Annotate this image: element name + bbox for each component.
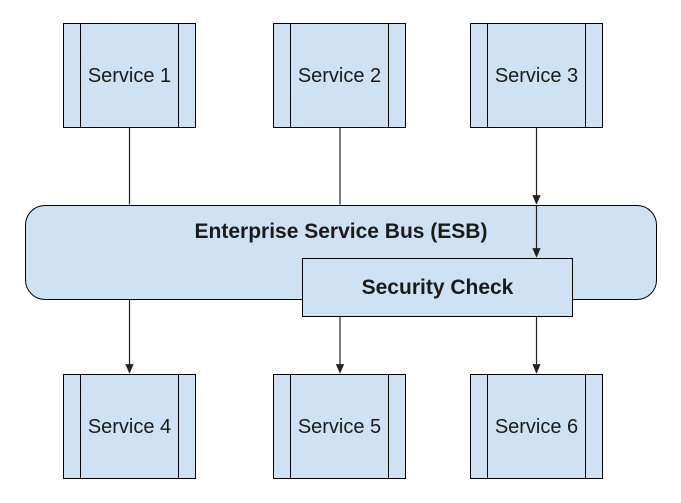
node-security-check: Security Check (302, 258, 573, 317)
node-label: Service 4 (87, 415, 172, 438)
node-service-1: Service 1 (63, 23, 196, 128)
component-stripe-right-icon (585, 24, 586, 127)
node-label: Enterprise Service Bus (ESB) (194, 220, 488, 243)
component-stripe-left-icon (487, 375, 488, 478)
node-label: Service 3 (494, 64, 579, 87)
node-service-5: Service 5 (273, 374, 406, 479)
component-stripe-left-icon (487, 24, 488, 127)
node-service-6: Service 6 (470, 374, 603, 479)
component-stripe-right-icon (585, 375, 586, 478)
node-label: Service 5 (297, 415, 382, 438)
node-label: Security Check (361, 275, 514, 299)
component-stripe-right-icon (388, 24, 389, 127)
node-label: Service 6 (494, 415, 579, 438)
node-service-2: Service 2 (273, 23, 406, 128)
component-stripe-right-icon (178, 375, 179, 478)
node-service-4: Service 4 (63, 374, 196, 479)
node-label: Service 1 (87, 64, 172, 87)
node-label: Service 2 (297, 64, 382, 87)
component-stripe-right-icon (388, 375, 389, 478)
node-service-3: Service 3 (470, 23, 603, 128)
component-stripe-left-icon (290, 24, 291, 127)
component-stripe-right-icon (178, 24, 179, 127)
component-stripe-left-icon (80, 24, 81, 127)
component-stripe-left-icon (80, 375, 81, 478)
component-stripe-left-icon (290, 375, 291, 478)
